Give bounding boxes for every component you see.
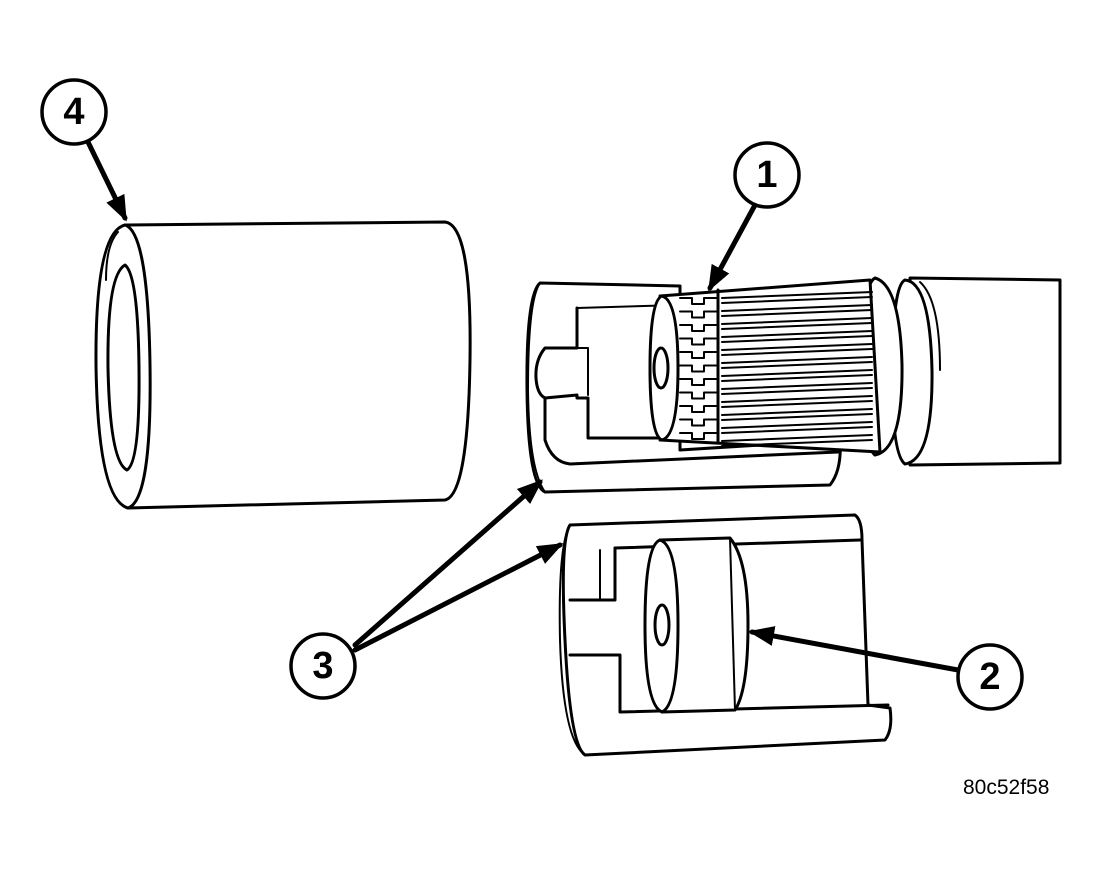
spline-groove	[721, 330, 873, 343]
spline-groove	[721, 369, 873, 382]
spline-groove	[721, 395, 873, 408]
spline-groove	[721, 382, 873, 395]
gear-tooth	[679, 364, 717, 373]
sleeve-part-4	[94, 220, 472, 510]
leader-arrows	[85, 139, 961, 673]
gear-tooth	[679, 378, 717, 386]
leader-3b	[352, 542, 564, 653]
callout-4-label: 4	[63, 91, 84, 133]
figure-reference-code: 80c52f58	[963, 776, 1050, 799]
splined-shaft-part-1	[648, 278, 882, 454]
spline-groove	[721, 421, 873, 434]
gear-tooth	[679, 391, 717, 400]
callout-2: 2	[956, 643, 1024, 711]
spline-groove	[721, 304, 873, 317]
spline-groove	[721, 291, 873, 304]
spline-groove	[721, 408, 873, 421]
leader-1	[707, 202, 758, 292]
spline-groove	[721, 356, 873, 369]
output-shaft	[860, 276, 1062, 467]
callout-2-circle	[956, 643, 1024, 711]
spline-groove	[721, 317, 873, 330]
leader-4	[85, 139, 128, 222]
spline-groove	[721, 434, 873, 447]
callout-3-label: 3	[312, 645, 333, 687]
leader-3a	[352, 479, 544, 648]
gear-tooth	[679, 418, 717, 427]
callout-1: 1	[733, 141, 801, 209]
callout-4: 4	[40, 78, 108, 146]
callout-1-label: 1	[756, 154, 777, 196]
holder-upper-half-part-3	[525, 281, 842, 494]
gear-tooth	[679, 351, 717, 359]
callout-1-circle	[733, 141, 801, 209]
gear-tooth	[679, 297, 717, 305]
callout-2-label: 2	[979, 656, 1000, 698]
callout-4-circle	[40, 78, 108, 146]
ring-gear-teeth	[679, 288, 720, 444]
gear-tooth	[679, 324, 717, 332]
gear-tooth	[679, 310, 717, 319]
gear-tooth	[679, 405, 717, 413]
callout-3-circle	[289, 632, 357, 700]
holder-lower-half-part-3	[558, 513, 893, 757]
gear-tooth	[679, 432, 717, 440]
gear-tooth	[679, 337, 717, 346]
leader-2	[748, 626, 961, 673]
callout-3: 3	[289, 632, 357, 700]
spline-groove	[721, 343, 873, 356]
spline-teeth	[721, 291, 873, 447]
